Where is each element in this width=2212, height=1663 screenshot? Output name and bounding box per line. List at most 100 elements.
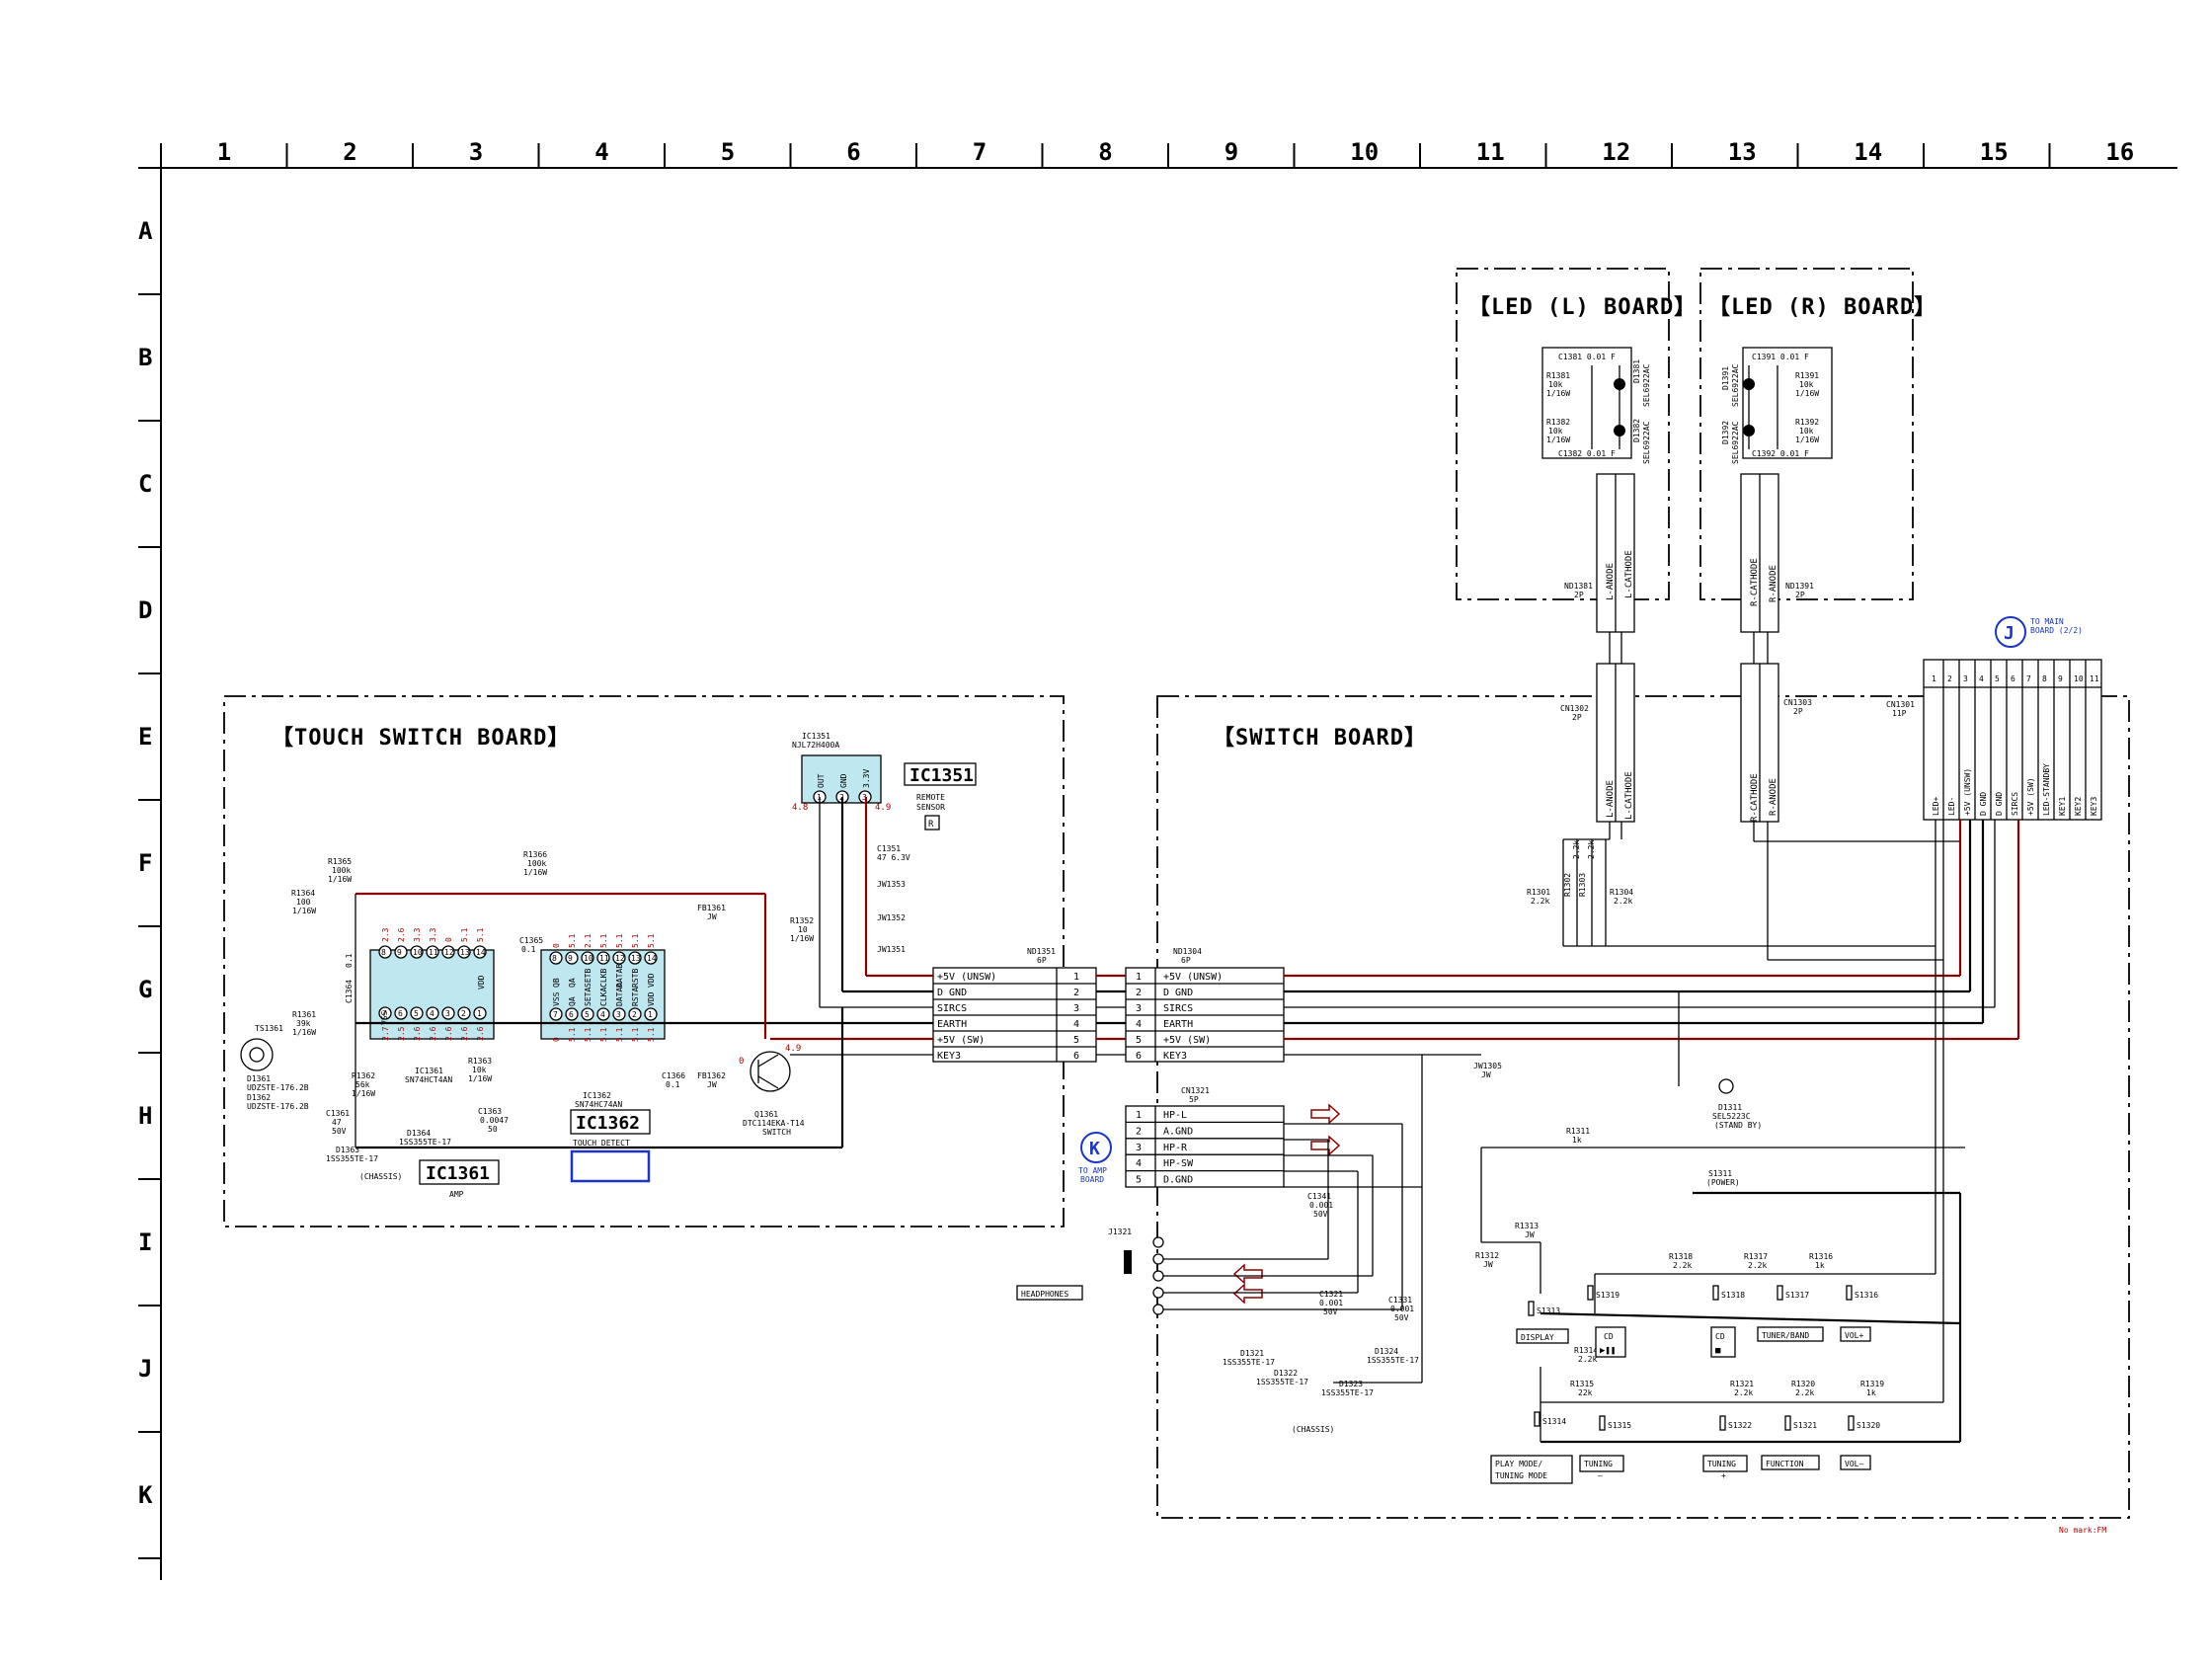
ic1351-volt-right: 4.9 <box>875 803 891 813</box>
ic1362-pins-top-pin <box>612 951 626 965</box>
display-button-label: DISPLAY <box>1521 1333 1554 1342</box>
ic1361-pins-top-volt: 3.3 <box>413 927 422 942</box>
r1392-pow: 1/16W <box>1795 436 1819 444</box>
ruler-row-K: K <box>138 1481 153 1509</box>
function-button[interactable] <box>1761 1455 1820 1470</box>
r1311-val: 1k <box>1572 1136 1582 1145</box>
vol-plus-button[interactable] <box>1840 1326 1871 1342</box>
touch-board-outline <box>223 695 1065 1227</box>
d1381-ref: D1381 <box>1632 359 1641 383</box>
cn1301-pin-num: 6 <box>2011 674 2015 683</box>
d1321-ref: D1321 <box>1240 1349 1264 1358</box>
ic1362-pins-bot-volt: 5.1 <box>568 1027 577 1042</box>
nd1304-name: D GND <box>1163 988 1193 998</box>
nd1304-name: +5V (SW) <box>1163 1035 1211 1046</box>
d1362-ref: D1362 <box>247 1093 271 1102</box>
cn1301-pin-label: LED+ <box>1932 797 1940 816</box>
ruler-row-D: D <box>138 596 152 624</box>
nd1304-name: SIRCS <box>1163 1003 1193 1014</box>
ruler-column-16: 16 <box>2105 138 2134 166</box>
c1363-ref: C1363 <box>478 1107 502 1116</box>
ic1351-desc-2: SENSOR <box>916 803 945 812</box>
cn1301-pin-label: +5V (SW) <box>2026 777 2035 816</box>
remote-sensor-mark <box>924 815 940 831</box>
r1391-ref: R1391 <box>1795 371 1819 380</box>
cn1301-pin-label: KEY1 <box>2058 797 2067 816</box>
r1314-val: 2.2k <box>1578 1355 1597 1364</box>
c1321-val: 0.001 <box>1319 1299 1343 1307</box>
tuner-band-label: TUNER/BAND <box>1762 1331 1809 1340</box>
cd-play-button[interactable] <box>1595 1326 1626 1358</box>
d1324-ref: D1324 <box>1375 1347 1398 1356</box>
s1315-switch-icon <box>1599 1415 1606 1431</box>
nd1304-num: 4 <box>1136 1019 1142 1030</box>
cn1301-pin-num: 2 <box>1947 674 1952 683</box>
q1361-part: DTC114EKA-T14 <box>743 1119 805 1128</box>
tuner-band-button[interactable] <box>1757 1326 1824 1342</box>
cn1321-num: 3 <box>1136 1143 1142 1153</box>
ic1362-pins-top-volt: 5.1 <box>615 933 624 948</box>
standby-led-icon <box>1718 1078 1734 1094</box>
r1320-val: 2.2k <box>1795 1388 1814 1397</box>
r1363-val: 10k <box>472 1066 487 1074</box>
ic1362-pins-top-volt: 0 <box>552 943 561 948</box>
r1317-ref: R1317 <box>1744 1252 1768 1261</box>
ic1351-pin3-num: 3 <box>862 793 867 802</box>
c1366-ref: C1366 <box>662 1071 685 1080</box>
r1304-ref: R1304 <box>1610 888 1633 897</box>
cn1301-pin-num: 10 <box>2074 674 2084 683</box>
s1316-switch-icon <box>1846 1285 1853 1301</box>
d1311-part: SEL5223C <box>1712 1112 1751 1121</box>
ic1361-pins-bot-pin <box>457 1006 471 1020</box>
cn1321-num: 4 <box>1136 1158 1142 1169</box>
r1392-ref: R1392 <box>1795 418 1819 427</box>
ic1351-label-box <box>904 762 977 786</box>
cn1301-pin-label: KEY3 <box>2090 797 2098 816</box>
c1365-ref: C1365 <box>519 936 543 945</box>
tuning-minus-button[interactable] <box>1579 1455 1624 1472</box>
r1361-ref: R1361 <box>292 1010 316 1019</box>
c1321-volt: 50V <box>1323 1307 1338 1316</box>
c1351-val: 47 6.3V <box>877 853 910 862</box>
d1382-ref: D1382 <box>1632 419 1641 442</box>
r1352-ref: R1352 <box>790 916 814 925</box>
cn1301-pin-num: 5 <box>1995 674 2000 683</box>
led-l-sub-box <box>1541 347 1632 459</box>
vol-minus-button[interactable] <box>1840 1455 1871 1470</box>
cn1301-ref: CN1301 <box>1886 700 1915 709</box>
ruler-row-C: C <box>138 470 152 498</box>
ruler-column-12: 12 <box>1602 138 1630 166</box>
ic1362-pins-top-volt: 2.1 <box>584 933 592 948</box>
ic1362-pins-top-pin-name: RSTB <box>631 969 640 988</box>
play-mode-label-1: PLAY MODE/ <box>1495 1460 1542 1468</box>
r1362-val: 56k <box>356 1080 370 1089</box>
ic1361-pins-top-volt: 5.1 <box>460 927 469 942</box>
vol-minus-label: VOL– <box>1845 1460 1863 1468</box>
signal-arrow-icon <box>1232 1283 1263 1305</box>
ic1362-pins-bot-volt: 5.1 <box>615 1027 624 1042</box>
ic1362-pins-bot-volt: 0 <box>552 1037 561 1042</box>
d1364-part: 1SS355TE-17 <box>399 1138 451 1147</box>
tuning-plus-button[interactable] <box>1702 1455 1748 1472</box>
r1362-pow: 1/16W <box>352 1089 375 1098</box>
headphones-box <box>1016 1285 1083 1301</box>
ic1361-part: SN74HCT4AN <box>405 1075 452 1084</box>
r1314-ref: R1314 <box>1574 1346 1598 1355</box>
ic1351-label: IC1351 <box>909 765 974 786</box>
cn1321-pins-count: 5P <box>1189 1095 1199 1104</box>
ruler-column-10: 10 <box>1350 138 1379 166</box>
cn1301-pin-num: 11 <box>2090 674 2099 683</box>
d1361-ref: D1361 <box>247 1074 271 1083</box>
ic1361-vdd: VDD <box>477 975 486 990</box>
ic1362-pins-bot-pin <box>581 1007 594 1021</box>
play-mode-button[interactable] <box>1490 1455 1573 1484</box>
display-button[interactable] <box>1516 1328 1569 1344</box>
ruler-column-3: 3 <box>469 138 483 166</box>
r1352-val: 10 <box>798 925 808 934</box>
cd-play-label: CD <box>1604 1332 1614 1341</box>
cn1303-pin-1: R-CATHODE <box>1750 773 1760 822</box>
cd-stop-button[interactable] <box>1710 1326 1736 1358</box>
ruler-column-5: 5 <box>721 138 735 166</box>
ic1361-pins-bot-pin <box>441 1006 455 1020</box>
